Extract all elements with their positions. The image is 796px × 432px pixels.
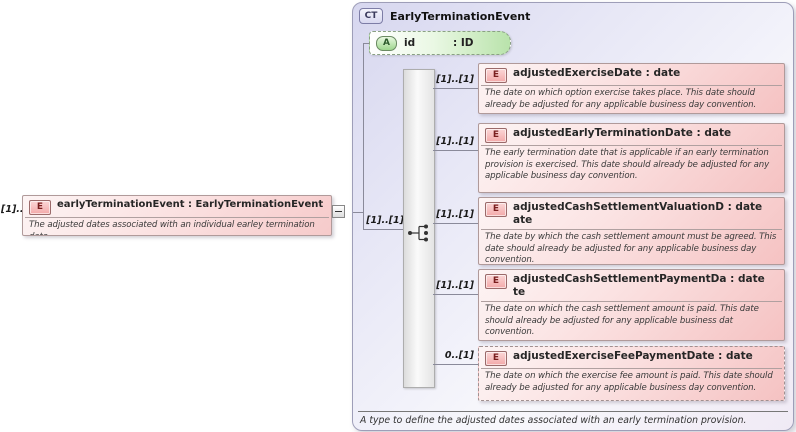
element-name: adjustedCashSettlementPaymentDa	[513, 273, 727, 285]
element-doc: The date on which the exercise fee amoun…	[485, 371, 773, 393]
element-doc: The date by which the cash settlement am…	[485, 232, 777, 265]
element-name: adjustedCashSettlementValuationD	[513, 201, 724, 213]
root-element-header[interactable]: E earlyTerminationEvent : EarlyTerminati…	[23, 196, 331, 216]
sequence-icon	[408, 224, 428, 242]
element-name: adjustedExerciseFeePaymentDate	[513, 350, 715, 362]
element-icon: E	[29, 200, 51, 215]
element-card-adjustedCashSettlementPaymentDate[interactable]: E adjustedCashSettlementPaymentDa : date…	[478, 269, 785, 341]
element-type: : date	[714, 350, 753, 362]
element-multiplicity-label: [1]..[1]	[436, 74, 474, 85]
attribute-type: : ID	[453, 37, 474, 49]
complex-type-title: EarlyTerminationEvent	[390, 9, 531, 23]
divider	[481, 229, 782, 231]
element-multiplicity-label: [1]..[1]	[436, 209, 474, 220]
complex-type-icon: CT	[359, 8, 383, 24]
root-element-card[interactable]: E earlyTerminationEvent : EarlyTerminati…	[22, 195, 332, 236]
connector-line	[353, 212, 363, 213]
root-multiplicity-label: [1]..*	[1, 204, 29, 215]
attribute-card[interactable]: A id : ID	[369, 31, 511, 55]
element-card-adjustedExerciseFeePaymentDate[interactable]: E adjustedExerciseFeePaymentDate : date …	[478, 346, 785, 401]
divider	[481, 85, 782, 86]
complex-type-header: CT EarlyTerminationEvent	[359, 8, 530, 24]
element-card-adjustedEarlyTerminationDate[interactable]: E adjustedEarlyTerminationDate : date Th…	[478, 123, 785, 193]
element-icon: E	[485, 68, 507, 83]
element-name-wrap: ate	[513, 214, 533, 227]
divider	[481, 301, 782, 303]
element-type: : date	[723, 201, 763, 213]
element-type: : date	[726, 273, 765, 285]
connector-line	[433, 223, 478, 224]
attribute-name: id	[404, 37, 416, 49]
element-card-adjustedExerciseDate[interactable]: E adjustedExerciseDate : date The date o…	[478, 63, 785, 114]
root-element-title: earlyTerminationEvent : EarlyTermination…	[57, 199, 324, 210]
element-doc: The early termination date that is appli…	[485, 148, 770, 182]
element-icon: E	[485, 351, 507, 366]
divider	[25, 217, 329, 218]
element-multiplicity-label: 0..[1]	[444, 350, 474, 361]
element-multiplicity-label: [1]..[1]	[436, 136, 474, 147]
element-header[interactable]: E adjustedExerciseFeePaymentDate : date	[479, 347, 784, 367]
element-doc: The date on which option exercise takes …	[485, 88, 757, 110]
connector-line	[433, 294, 478, 295]
element-icon: E	[485, 202, 507, 217]
element-card-adjustedCashSettlementValuationDate[interactable]: E adjustedCashSettlementValuationD : dat…	[478, 197, 785, 265]
element-type: : date	[692, 127, 732, 139]
element-header[interactable]: E adjustedCashSettlementPaymentDa : date…	[479, 270, 784, 300]
sequence-stub-line	[363, 229, 407, 230]
attribute-stub-line	[363, 43, 369, 44]
element-header[interactable]: E adjustedExerciseDate : date	[479, 64, 784, 84]
divider	[481, 368, 782, 369]
sequence-multiplicity-label: [1]..[1]	[366, 215, 404, 226]
element-multiplicity-label: [1]..[1]	[436, 280, 474, 291]
element-icon: E	[485, 128, 507, 143]
element-name: adjustedEarlyTerminationDate	[513, 127, 693, 139]
collapse-toggle[interactable]	[332, 205, 345, 218]
element-icon: E	[485, 274, 507, 289]
complex-type-doc: A type to define the adjusted dates asso…	[358, 411, 788, 426]
element-name-wrap: te	[513, 286, 526, 299]
element-name: adjustedExerciseDate	[513, 67, 642, 79]
complex-type-box: CT EarlyTerminationEvent A id : ID [1]..…	[352, 2, 794, 431]
element-type: : date	[641, 67, 681, 79]
element-doc: The date on which the cash settlement am…	[485, 304, 759, 338]
element-header[interactable]: E adjustedCashSettlementValuationD : dat…	[479, 198, 784, 228]
connector-line	[433, 88, 478, 89]
tree-vertical-line	[363, 43, 364, 230]
connector-line	[433, 150, 478, 151]
divider	[481, 145, 782, 146]
connector-line	[433, 364, 478, 365]
root-element-doc: The adjusted dates associated with an in…	[29, 220, 315, 235]
attribute-icon: A	[376, 35, 397, 51]
minus-icon	[335, 211, 342, 212]
element-header[interactable]: E adjustedEarlyTerminationDate : date	[479, 124, 784, 144]
